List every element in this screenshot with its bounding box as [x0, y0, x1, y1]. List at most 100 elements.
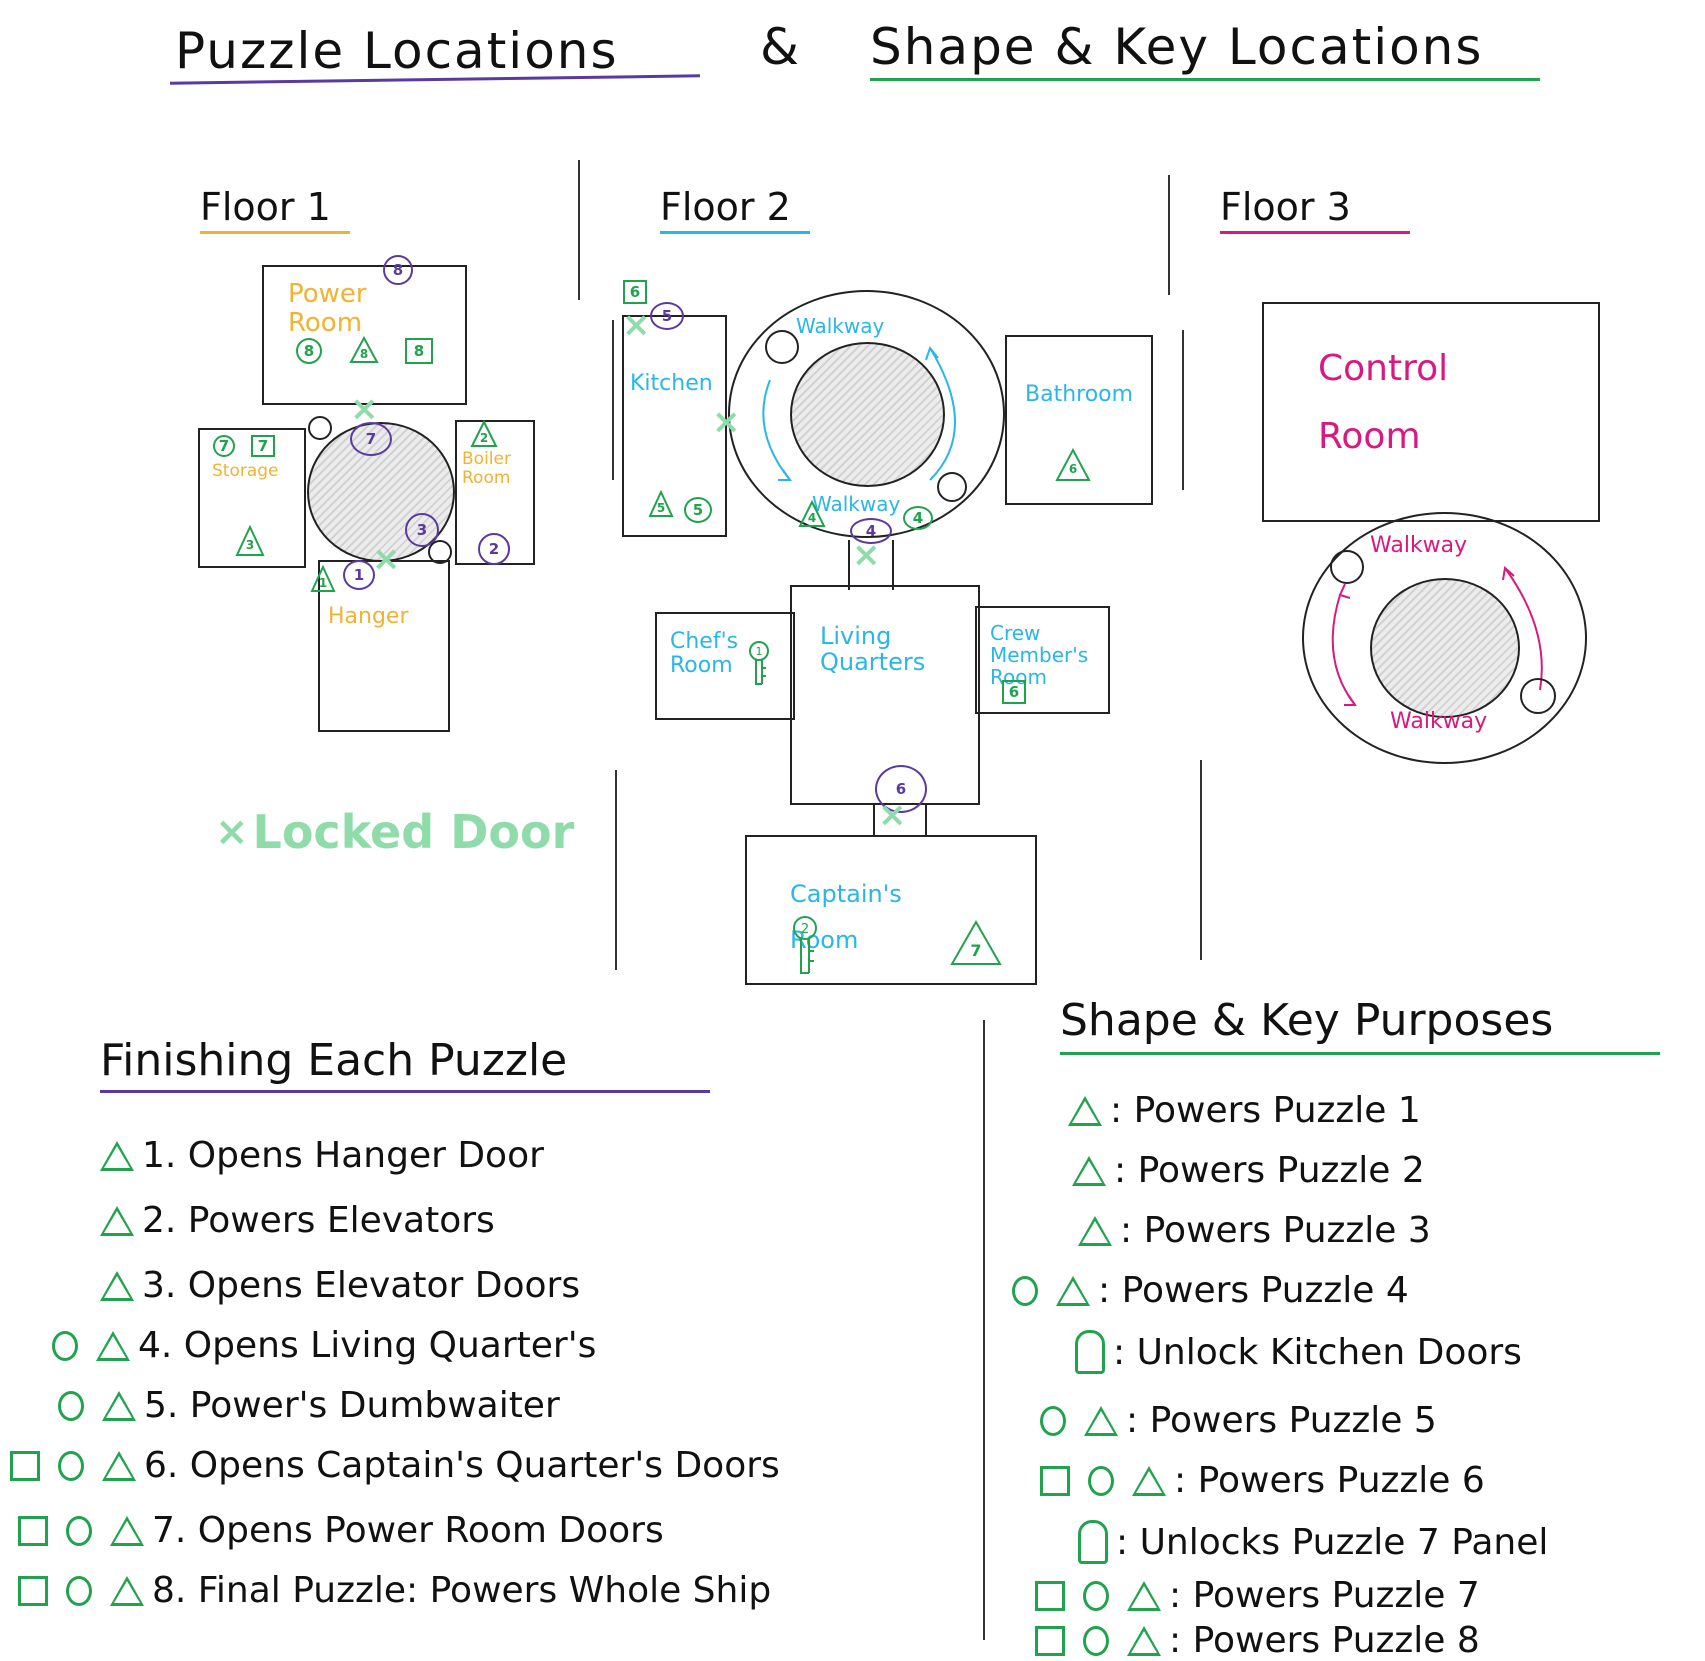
- purpose-item-2: : Powers Puzzle 2: [1072, 1150, 1425, 1191]
- locked-door-x: ×: [878, 795, 907, 835]
- purposes-title: Shape & Key Purposes: [1060, 995, 1660, 1055]
- locked-door-x: ×: [350, 389, 379, 429]
- finishing-item-5: 5. Power's Dumbwaiter: [58, 1385, 560, 1426]
- puzzle-6-marker: 6: [875, 765, 927, 813]
- crew-room-label: Crew Member's Room: [990, 621, 1089, 689]
- square-shape: [18, 1575, 48, 1606]
- shape-key-locations-underline: [870, 78, 1540, 81]
- floor-2-underline: [660, 231, 810, 234]
- finishing-item-2: 2. Powers Elevators: [100, 1200, 495, 1241]
- square-shape: [10, 1450, 40, 1481]
- triangle-shape: [96, 1330, 130, 1361]
- circle-shape: [1088, 1465, 1114, 1496]
- square-shape-6: 6: [623, 280, 647, 304]
- key-icon-2: 2: [793, 916, 817, 974]
- shape-key-locations-text: Shape & Key Locations: [870, 18, 1484, 76]
- boiler-room-label: Boiler Room: [462, 449, 511, 488]
- locked-door-x: ×: [215, 809, 249, 855]
- floor-divider: [578, 160, 580, 300]
- triangle-shape: [1072, 1155, 1106, 1186]
- svg-text:2: 2: [801, 922, 809, 937]
- purpose-item-10: : Powers Puzzle 8: [1035, 1620, 1480, 1661]
- circle-shape: [1040, 1405, 1066, 1436]
- circle-shape-4: 4: [903, 506, 933, 530]
- circle-shape: [1012, 1275, 1038, 1306]
- triangle-shape: [100, 1270, 134, 1301]
- purposes-underline: [1060, 1052, 1660, 1055]
- section-divider: [983, 1020, 985, 1640]
- finishing-title: Finishing Each Puzzle: [100, 1035, 710, 1093]
- locked-door-x: ×: [372, 539, 401, 579]
- power-room: [262, 265, 467, 405]
- elevator-hole: [1520, 678, 1556, 714]
- circle-shape-5: 5: [684, 497, 712, 523]
- triangle-shape-2: 2: [470, 420, 498, 448]
- elevator-hole: [428, 540, 452, 564]
- finishing-item-1: 1. Opens Hanger Door: [100, 1135, 544, 1176]
- circle-shape-7: 7: [213, 435, 235, 457]
- purpose-item-3: : Powers Puzzle 3: [1078, 1210, 1431, 1251]
- living-quarters-label: Living Quarters: [820, 622, 926, 677]
- key-icon-1: 1: [749, 641, 769, 685]
- triangle-shape-3: 3: [235, 525, 265, 557]
- triangle-shape: [1078, 1215, 1112, 1246]
- square-shape-7: 7: [251, 435, 275, 457]
- elevator-hole: [308, 416, 332, 440]
- puzzle-3-marker: 3: [405, 513, 439, 547]
- circle-shape: [58, 1450, 84, 1481]
- walkway-top-label: Walkway: [796, 314, 885, 338]
- hanger-room: [318, 560, 450, 732]
- storage-label: Storage: [212, 461, 279, 481]
- chefs-room-label: Chef's Room: [670, 629, 739, 679]
- finishing-item-8: 8. Final Puzzle: Powers Whole Ship: [18, 1570, 771, 1611]
- floor-divider: [1200, 760, 1202, 960]
- circle-shape: [66, 1575, 92, 1606]
- triangle-shape: [1084, 1405, 1118, 1436]
- floor-divider: [615, 770, 617, 970]
- purpose-item-8: : Unlocks Puzzle 7 Panel: [1078, 1520, 1548, 1564]
- puzzle-7-marker: 7: [350, 422, 392, 456]
- puzzle-5-marker: 5: [650, 302, 684, 330]
- circle-shape-8: 8: [296, 338, 322, 364]
- ampersand: &: [760, 18, 801, 76]
- locked-door-legend: × Locked Door: [215, 805, 574, 859]
- floor-divider: [612, 320, 614, 480]
- kitchen-label: Kitchen: [630, 371, 713, 396]
- triangle-shape: [1068, 1095, 1102, 1126]
- key-icon: [1078, 1520, 1108, 1564]
- triangle-shape-8: 8: [349, 336, 379, 364]
- storage-room: [198, 428, 306, 568]
- triangle-shape: [1056, 1275, 1090, 1306]
- purpose-item-1: : Powers Puzzle 1: [1068, 1090, 1421, 1131]
- circle-shape: [1083, 1580, 1109, 1611]
- finishing-item-4: 4. Opens Living Quarter's: [52, 1325, 596, 1366]
- triangle-shape: [102, 1450, 136, 1481]
- triangle-shape: [1127, 1580, 1161, 1611]
- walkway-bottom-label: Walkway: [812, 492, 901, 516]
- finishing-underline: [100, 1090, 710, 1093]
- bathroom-label: Bathroom: [1025, 382, 1134, 407]
- triangle-shape-6: 6: [1055, 448, 1091, 482]
- elevator-hole: [937, 472, 967, 502]
- floor-3-title: Floor 3: [1220, 185, 1410, 234]
- chefs-room: [655, 612, 795, 720]
- shape-key-locations-title: Shape & Key Locations: [870, 18, 1483, 76]
- triangle-shape: [100, 1205, 134, 1236]
- elevator-hole: [765, 330, 799, 364]
- purpose-item-4: : Powers Puzzle 4: [1012, 1270, 1409, 1311]
- door-corridor: [873, 805, 927, 837]
- direction-arrow: [1331, 566, 1543, 706]
- triangle-shape: [1132, 1465, 1166, 1496]
- puzzle-1-marker: 1: [343, 560, 375, 590]
- square-shape: [1035, 1625, 1065, 1656]
- locked-door-label: Locked Door: [252, 805, 575, 859]
- floor-2-label: Floor 2: [660, 185, 791, 229]
- triangle-shape-7: 7: [950, 920, 1002, 966]
- door-corridor: [848, 540, 894, 590]
- finishing-item-7: 7. Opens Power Room Doors: [18, 1510, 664, 1551]
- floor-1-label: Floor 1: [200, 185, 331, 229]
- bathroom: [1005, 335, 1153, 505]
- purpose-item-7: : Powers Puzzle 6: [1040, 1460, 1485, 1501]
- circle-shape: [58, 1390, 84, 1421]
- walkway-top-label-f3: Walkway: [1370, 533, 1468, 558]
